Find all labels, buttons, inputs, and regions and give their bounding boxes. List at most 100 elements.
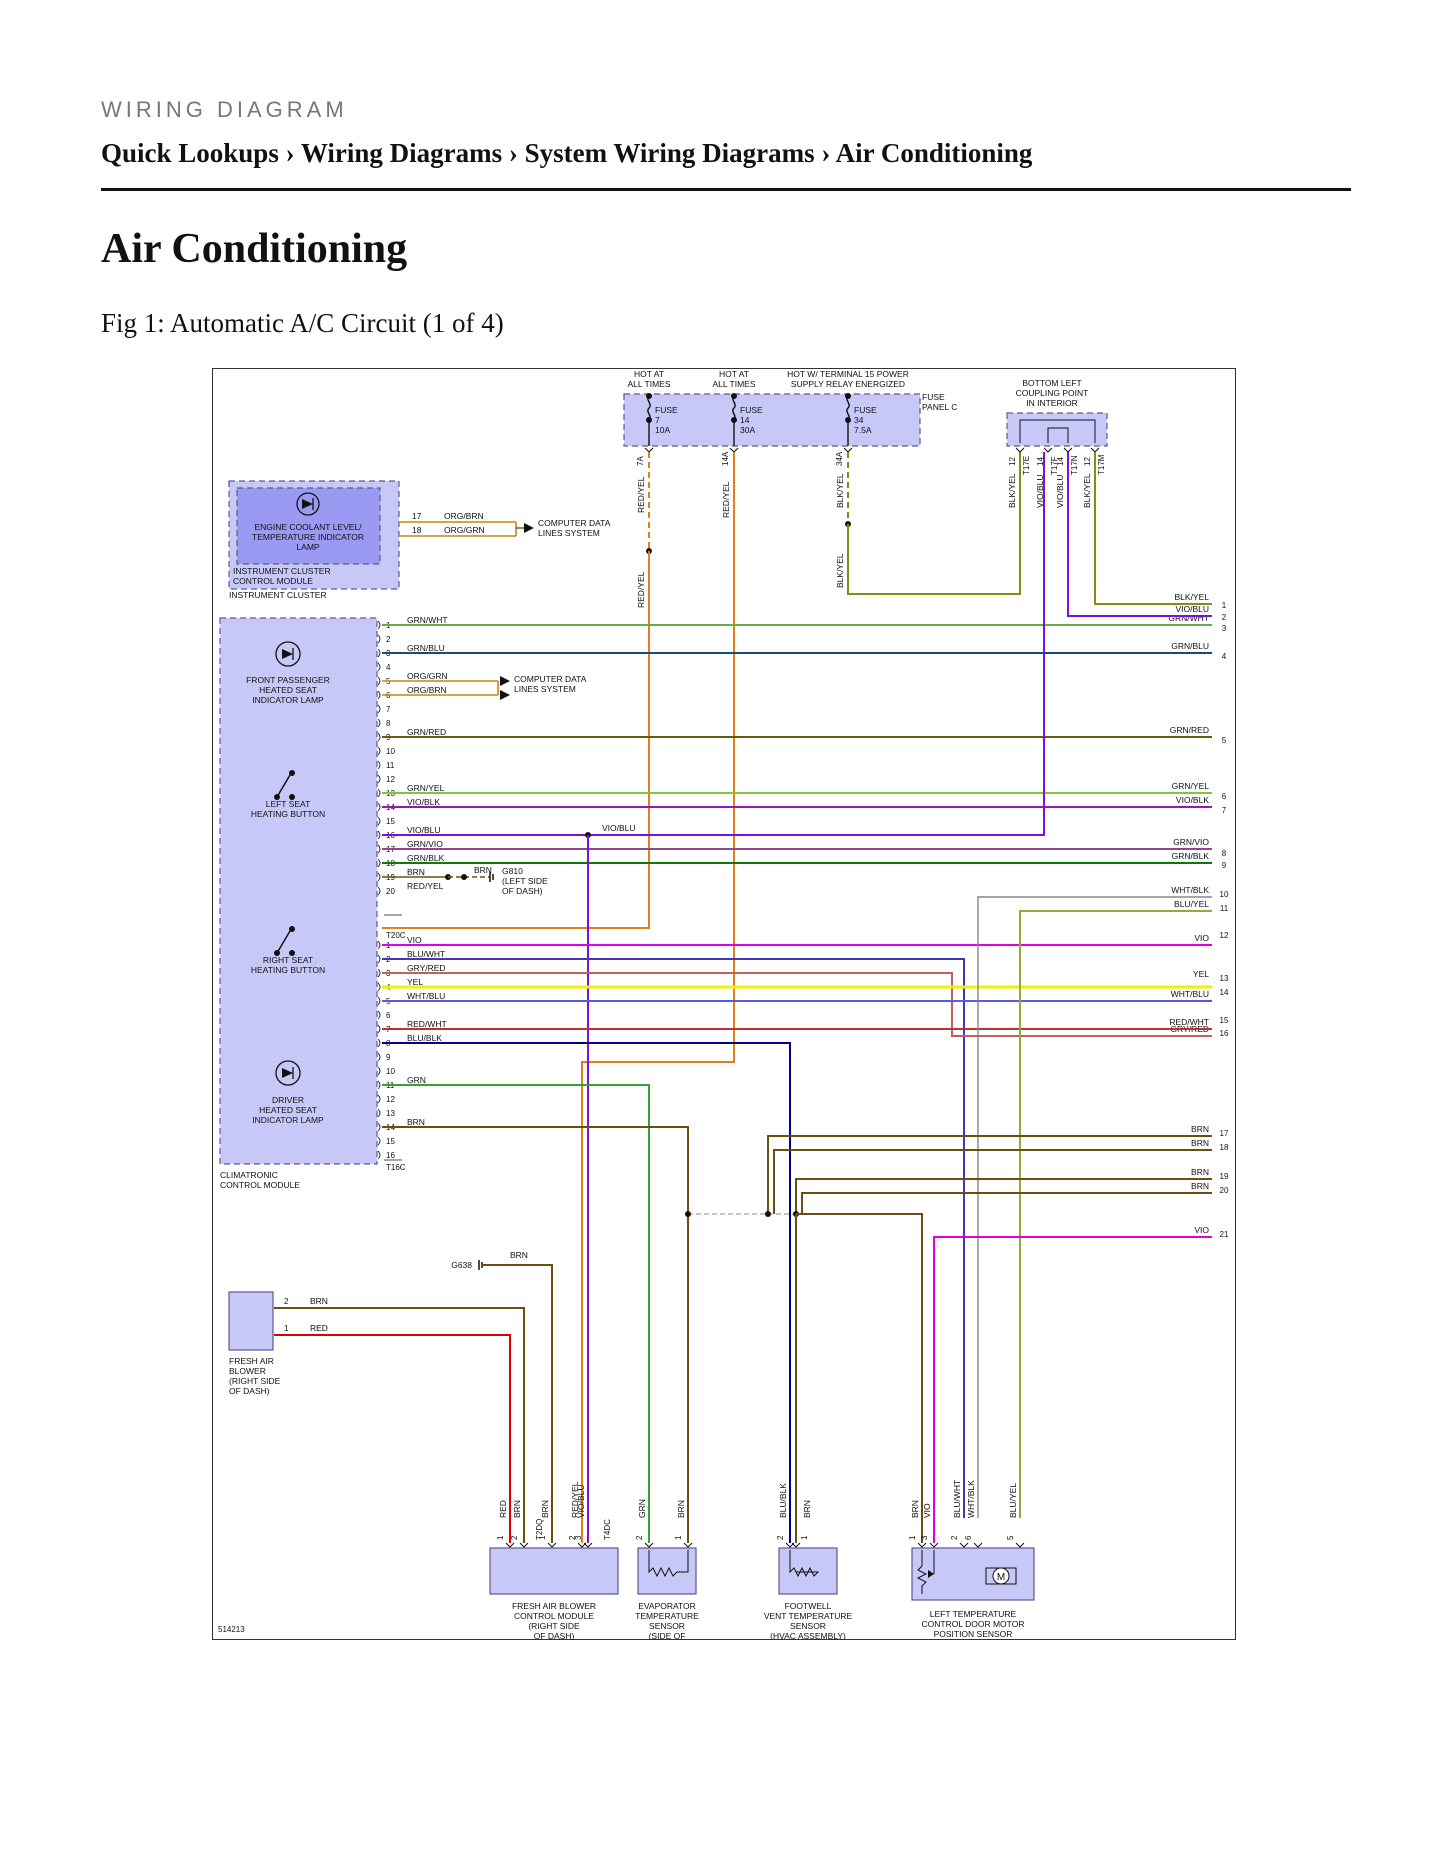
wire-label: GRN/RED [407, 727, 446, 737]
wire-label: BRN [676, 1500, 686, 1518]
footwell-sensor-label: FOOTWELL [785, 1601, 832, 1611]
wire-reference-number: 9 [1222, 861, 1227, 870]
driver-lamp-label: DRIVER [272, 1095, 304, 1105]
pin-number: 2 [776, 1535, 785, 1540]
fuse-pin-label: 34A [835, 451, 844, 466]
fuse-hot-label: ALL TIMES [628, 379, 671, 389]
pin-bracket [377, 788, 381, 798]
footwell-sensor-label: SENSOR [790, 1621, 826, 1631]
fresh-air-blower-box [228, 1291, 274, 1351]
wire-label: GRN/BLK [407, 853, 445, 863]
blower-module-label: FRESH AIR BLOWER [512, 1601, 596, 1611]
fuse-label: FUSE [854, 405, 877, 415]
breadcrumb-separator: › [821, 138, 831, 168]
evaporator-sensor-label: EVAPORATOR [638, 1601, 696, 1611]
connector-chevron [1015, 1542, 1025, 1548]
breadcrumb-system-wiring-diagrams[interactable]: System Wiring Diagrams [524, 138, 815, 168]
wire-label: VIO/BLU [576, 1484, 586, 1518]
breadcrumb-quick-lookups[interactable]: Quick Lookups [101, 138, 279, 168]
footwell-sensor-label: (HVAC ASSEMBLY) [770, 1631, 846, 1640]
wire-reference-number: 16 [1220, 1029, 1229, 1038]
evaporator-sensor-label: (SIDE OF [649, 1631, 686, 1640]
cluster-module-label: INSTRUMENT CLUSTER [233, 566, 331, 576]
wire-blu-yel [1019, 910, 1212, 1518]
connector-chevron [519, 1542, 529, 1548]
coolant-lamp-box [236, 487, 381, 565]
fresh-air-blower-label: OF DASH) [229, 1386, 270, 1396]
breadcrumb-separator: › [508, 138, 518, 168]
wire-label: VIO/BLK [1176, 795, 1209, 805]
wire-label: WHT/BLU [407, 991, 445, 1001]
figure-caption: Fig 1: Automatic A/C Circuit (1 of 4) [101, 308, 504, 338]
connector-chevron [791, 1542, 801, 1548]
breadcrumb-wiring-diagrams[interactable]: Wiring Diagrams [300, 138, 503, 168]
wire-reference-number: 20 [1220, 1186, 1229, 1195]
pin-number: 2 [386, 635, 391, 644]
pin-bracket [377, 676, 381, 686]
potentiometer-icon [928, 1570, 934, 1578]
coupling-pin-number: 12 [1083, 457, 1092, 466]
lamp-icon [275, 1060, 301, 1086]
pin-number: 1 [908, 1535, 917, 1540]
pin-number: 18 [412, 525, 422, 535]
pin-number: 5 [1006, 1535, 1015, 1540]
pin-number: 3 [920, 1535, 929, 1540]
page-title: Air Conditioning [101, 226, 408, 272]
wire-brn-g638 [482, 1264, 553, 1543]
pin-bracket [377, 1094, 381, 1104]
wire-label: VIO/BLU [1175, 604, 1209, 614]
pin-number: 1 [496, 1535, 505, 1540]
pin-number: 15 [386, 1137, 395, 1146]
wire-label: VIO/BLU [1055, 474, 1065, 508]
wire-label: GRN/YEL [1172, 781, 1210, 791]
wire-vio-blu-coupling [1067, 452, 1212, 617]
fuse-panel-box [623, 393, 921, 447]
wire-label: BRN [1191, 1138, 1209, 1148]
g810-label: OF DASH) [502, 886, 543, 896]
pin-bracket [377, 1122, 381, 1132]
evaporator-sensor-box [637, 1547, 697, 1595]
wire-label: ORG/GRN [444, 525, 485, 535]
wire-reference-number: 19 [1220, 1172, 1229, 1181]
data-arrow [524, 523, 534, 533]
door-motor-label: LEFT TEMPERATURE [930, 1609, 1017, 1619]
data-lines-label: COMPUTER DATA [538, 518, 611, 528]
pin-bracket [377, 968, 381, 978]
pin-bracket [377, 858, 381, 868]
wire-blk-yel-fuse34 [847, 452, 1021, 595]
wire-label: RED/YEL [407, 881, 444, 891]
pin-number: 6 [386, 1011, 391, 1020]
wire-label: BRN [512, 1500, 522, 1518]
fuse-node [646, 417, 652, 423]
fuse-hot-label: HOT AT [719, 369, 749, 379]
wire-reference-number: 8 [1222, 849, 1227, 858]
wire-label: BLU/BLK [407, 1033, 442, 1043]
pin-bracket [377, 1108, 381, 1118]
wire-label: VIO [1194, 933, 1209, 943]
fuse-hot-label: ALL TIMES [713, 379, 756, 389]
wire-brn-blower [274, 1307, 525, 1543]
blower-module-box [489, 1547, 619, 1595]
wire-label: BRN [1191, 1181, 1209, 1191]
wire-reference-number: 3 [1222, 624, 1227, 633]
motor-icon: M [997, 1572, 1005, 1583]
wire-label: GRY/RED [407, 963, 446, 973]
fuse-panel-label: FUSE [922, 392, 945, 402]
breadcrumb-air-conditioning: Air Conditioning [835, 138, 1033, 168]
coupling-point-label: IN INTERIOR [1026, 398, 1077, 408]
motor-icon [992, 1567, 1010, 1585]
wire-vio-blu-t20c16 [382, 452, 1045, 836]
fuse-node [845, 393, 851, 399]
wire-reference-number: 21 [1220, 1230, 1229, 1239]
lamp-icon [275, 641, 301, 667]
breadcrumb: Quick Lookups › Wiring Diagrams › System… [101, 138, 1032, 169]
pin-number: 1 [538, 1535, 547, 1540]
wire-label: RED/YEL [636, 476, 646, 513]
connector-chevron [1015, 447, 1025, 453]
wire-label: YEL [407, 977, 423, 987]
fuse-hot-label: HOT W/ TERMINAL 15 POWER [787, 369, 909, 379]
switch-icon [289, 926, 295, 932]
wire-label: BRN [1191, 1167, 1209, 1177]
wire-label: BLU/BLK [778, 1483, 788, 1518]
pin-number: 16 [386, 1151, 395, 1160]
